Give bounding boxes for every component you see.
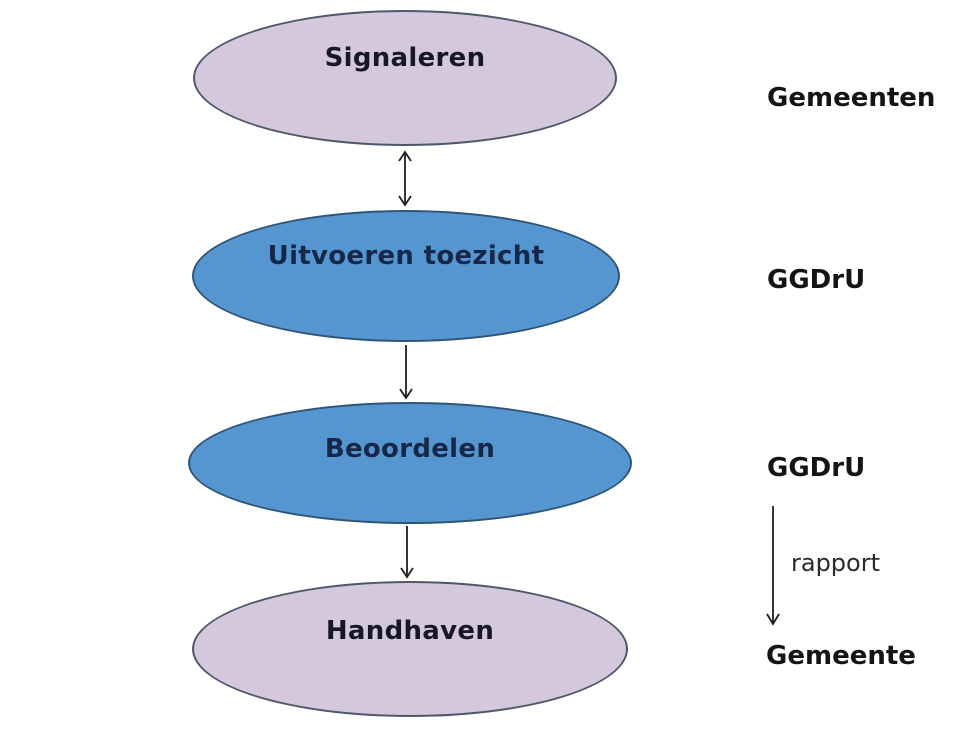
side-label-gemeenten: Gemeenten <box>767 83 936 113</box>
node-signaleren: Signaleren <box>193 10 617 146</box>
node-signaleren-label: Signaleren <box>324 43 486 73</box>
arrow-rapport <box>766 506 780 626</box>
arrow-beoordelen-handhaven <box>400 526 414 579</box>
rapport-arrow-label: rapport <box>791 549 881 577</box>
node-handhaven: Handhaven <box>192 581 628 717</box>
node-uitvoeren-toezicht-label: Uitvoeren toezicht <box>267 241 545 271</box>
node-beoordelen: Beoordelen <box>188 402 632 524</box>
arrow-uitvoeren-beoordelen <box>399 345 413 400</box>
arrow-signaleren-uitvoeren <box>398 150 412 207</box>
node-beoordelen-label: Beoordelen <box>324 434 496 464</box>
node-handhaven-label: Handhaven <box>325 616 495 646</box>
side-label-ggdru-2: GGDrU <box>767 453 866 483</box>
node-uitvoeren-toezicht: Uitvoeren toezicht <box>192 210 620 342</box>
side-label-gemeente: Gemeente <box>766 641 916 671</box>
side-label-ggdru-1: GGDrU <box>767 265 866 295</box>
